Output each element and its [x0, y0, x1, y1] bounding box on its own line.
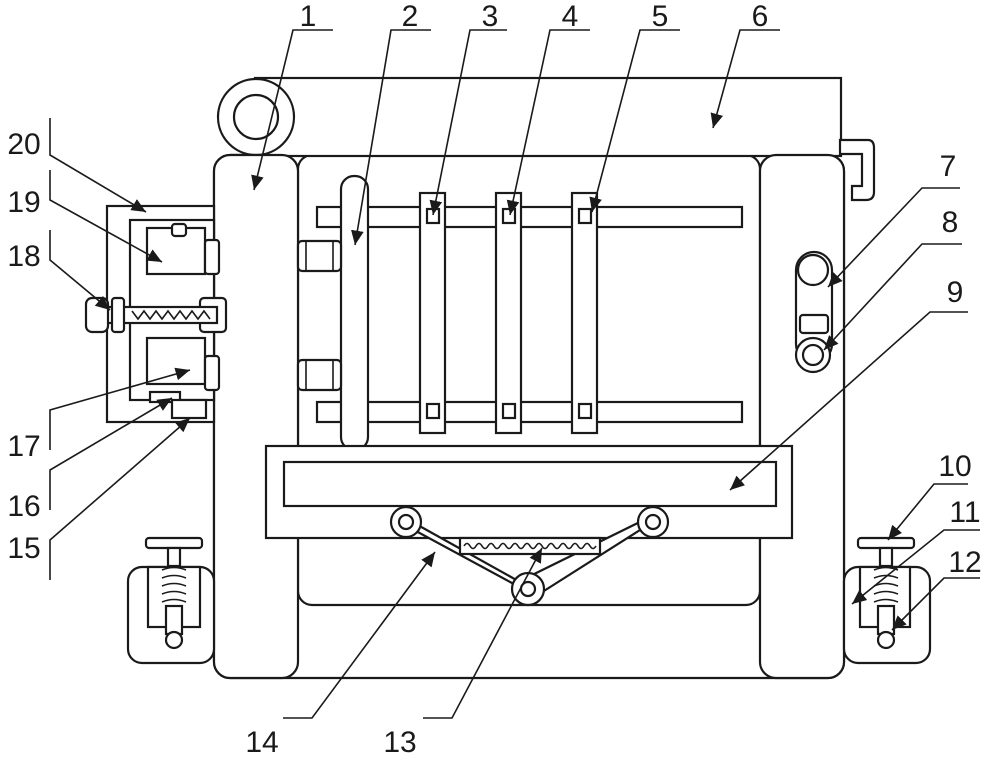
- callout-16: 16: [7, 490, 40, 523]
- callout-13: 13: [383, 726, 416, 759]
- right-spring-cap: [856, 536, 916, 550]
- lower-connector: [296, 358, 343, 392]
- left-spring-cap: [144, 536, 204, 550]
- vertical-arm: [339, 174, 370, 452]
- callout-6: 6: [752, 0, 769, 33]
- hand-wheel: [84, 296, 110, 334]
- callout-2: 2: [402, 0, 419, 33]
- left-column: [212, 153, 300, 680]
- upper-connector: [296, 239, 343, 273]
- callout-3: 3: [482, 0, 499, 33]
- upper-rail: [315, 205, 744, 229]
- clamp-5: [570, 191, 599, 435]
- callout-12: 12: [948, 546, 981, 579]
- callout-14: 14: [245, 726, 278, 759]
- callout-19: 19: [7, 186, 40, 219]
- callout-17: 17: [7, 430, 40, 463]
- callout-11: 11: [949, 496, 980, 529]
- horizontal-bar: [282, 460, 778, 508]
- clamp-4: [494, 191, 523, 435]
- right-column: [758, 153, 846, 680]
- callout-4: 4: [562, 0, 579, 33]
- callout-10: 10: [938, 450, 971, 483]
- callout-15: 15: [7, 532, 40, 565]
- callout-9: 9: [947, 276, 964, 309]
- callout-18: 18: [7, 240, 40, 273]
- right-hook: [838, 138, 876, 202]
- callout-8: 8: [942, 206, 959, 239]
- callout-20: 20: [7, 128, 40, 161]
- callout-1: 1: [300, 0, 317, 33]
- top-plate: [253, 76, 843, 158]
- callout-5: 5: [652, 0, 669, 33]
- clamp-3: [418, 191, 447, 435]
- lower-rail: [315, 400, 744, 424]
- top-roller-inner: [232, 93, 280, 141]
- callout-7: 7: [940, 150, 957, 183]
